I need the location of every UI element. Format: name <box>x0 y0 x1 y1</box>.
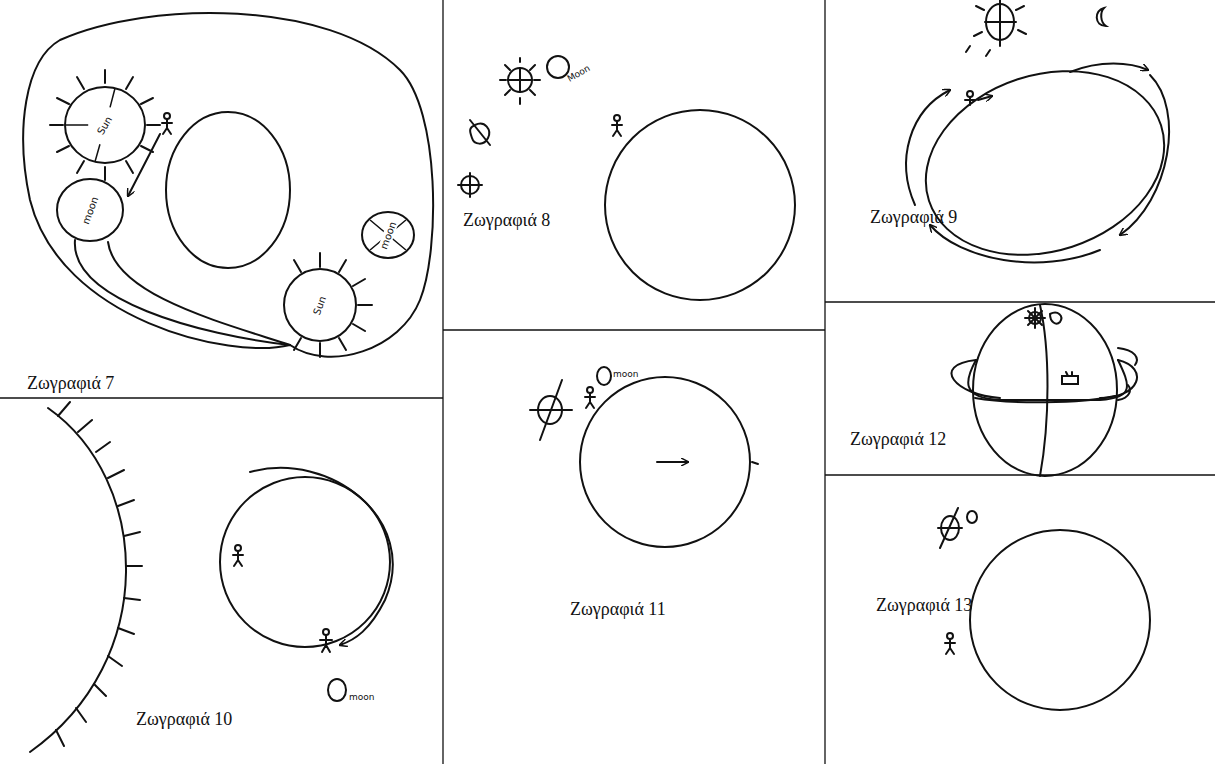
handwritten-label: moon <box>349 693 374 703</box>
drawing-caption: Ζωγραφιά 9 <box>870 208 957 228</box>
drawing-caption: Ζωγραφιά 11 <box>570 600 666 620</box>
drawing-9 <box>902 0 1188 284</box>
shape-label: Sun <box>95 113 115 137</box>
drawing-caption: Ζωγραφιά 12 <box>850 430 946 450</box>
shape-label: moon <box>378 219 399 251</box>
drawing-caption: Ζωγραφιά 7 <box>27 374 114 394</box>
moon-shape: moon <box>360 210 416 260</box>
drawing-7 <box>23 13 433 357</box>
drawing-caption: Ζωγραφιά 8 <box>463 211 550 231</box>
sun-shape: Sun <box>63 85 147 165</box>
shape-label: moon <box>80 194 101 226</box>
shape-label: Sun <box>311 293 329 317</box>
moon-shape: Sun <box>282 267 358 343</box>
drawing-caption: Ζωγραφιά 13 <box>876 596 972 616</box>
drawing-12 <box>952 304 1137 476</box>
drawing-11 <box>530 367 758 547</box>
drawing-8 <box>458 56 795 300</box>
handwritten-label: moon <box>613 370 638 380</box>
drawing-10 <box>30 402 393 752</box>
drawing-caption: Ζωγραφιά 10 <box>136 710 232 730</box>
moon-shape: moon <box>55 177 125 243</box>
